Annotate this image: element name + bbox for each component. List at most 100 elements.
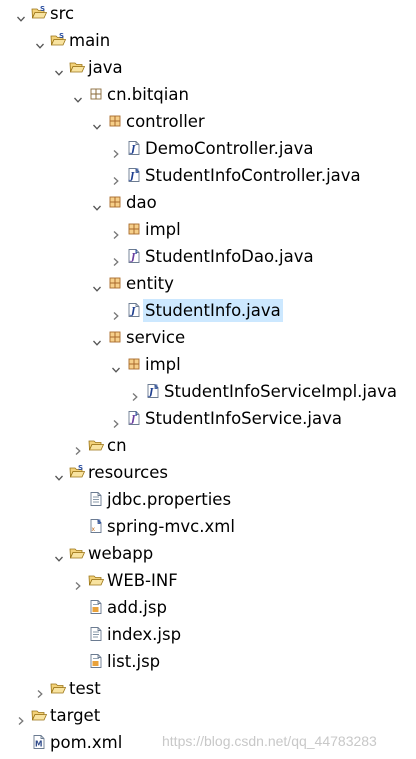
chevron-right-icon[interactable] bbox=[111, 171, 121, 185]
tree-item-label: StudentInfoService.java bbox=[145, 409, 342, 428]
tree-item-label: java bbox=[88, 58, 123, 77]
tree-item-controller[interactable]: controller bbox=[0, 108, 416, 135]
source-folder-icon: S bbox=[31, 5, 48, 21]
chevron-right-icon[interactable] bbox=[73, 441, 83, 455]
svg-text:S: S bbox=[97, 519, 101, 526]
tree-item-label: WEB-INF bbox=[107, 571, 178, 590]
chevron-right-icon[interactable] bbox=[35, 684, 45, 698]
package-icon bbox=[107, 113, 123, 129]
tree-item-jdbc-properties[interactable]: jdbc.properties bbox=[0, 486, 416, 513]
maven-pom-icon: M bbox=[31, 734, 47, 750]
tree-item-cn[interactable]: cn bbox=[0, 432, 416, 459]
tree-item-list-jsp[interactable]: list.jsp bbox=[0, 648, 416, 675]
watermark: https://blog.csdn.net/qq_44783283 bbox=[162, 733, 377, 749]
tree-item-label: test bbox=[69, 679, 101, 698]
tree-item-webapp[interactable]: webapp bbox=[0, 540, 416, 567]
chevron-right-icon[interactable] bbox=[111, 252, 121, 266]
tree-item-entity[interactable]: entity bbox=[0, 270, 416, 297]
folder-icon bbox=[88, 572, 105, 588]
text-file-icon bbox=[88, 626, 104, 642]
chevron-down-icon[interactable] bbox=[92, 333, 102, 346]
tree-item-label: entity bbox=[126, 274, 174, 293]
chevron-down-icon[interactable] bbox=[111, 360, 121, 373]
tree-item-label: cn bbox=[107, 436, 127, 455]
chevron-down-icon[interactable] bbox=[16, 9, 26, 22]
chevron-right-icon[interactable] bbox=[111, 144, 121, 158]
tree-item-label: dao bbox=[126, 193, 157, 212]
tree-item-test[interactable]: test bbox=[0, 675, 416, 702]
chevron-down-icon[interactable] bbox=[54, 549, 64, 562]
tree-item-label: list.jsp bbox=[107, 652, 161, 671]
tree-item-target[interactable]: target bbox=[0, 702, 416, 729]
package-icon bbox=[126, 221, 142, 237]
tree-item-label: target bbox=[50, 706, 101, 725]
tree-item-label: DemoController.java bbox=[145, 139, 314, 158]
svg-text:x: x bbox=[92, 526, 96, 533]
tree-item-add-jsp[interactable]: add.jsp bbox=[0, 594, 416, 621]
tree-item-service[interactable]: service bbox=[0, 324, 416, 351]
folder-open-icon bbox=[69, 545, 86, 561]
tree-item-label: index.jsp bbox=[107, 625, 182, 644]
tree-item-java[interactable]: java bbox=[0, 54, 416, 81]
folder-icon bbox=[88, 437, 105, 453]
svg-text:I: I bbox=[135, 411, 137, 418]
package-icon bbox=[107, 329, 123, 345]
java-file-icon: J bbox=[126, 302, 142, 318]
chevron-right-icon[interactable] bbox=[73, 576, 83, 590]
chevron-right-icon[interactable] bbox=[111, 414, 121, 428]
svg-text:J: J bbox=[129, 253, 136, 263]
chevron-down-icon[interactable] bbox=[92, 198, 102, 211]
chevron-down-icon[interactable] bbox=[73, 90, 83, 103]
chevron-right-icon[interactable] bbox=[130, 387, 140, 401]
package-icon bbox=[107, 194, 123, 210]
svg-text:S: S bbox=[154, 384, 158, 391]
tree-item-label: src bbox=[50, 4, 75, 23]
tree-item-cn-bitqian[interactable]: cn.bitqian bbox=[0, 81, 416, 108]
tree-item-label: service bbox=[126, 328, 186, 347]
tree-item-label: impl bbox=[145, 220, 181, 239]
tree-item-label: resources bbox=[88, 463, 168, 482]
chevron-right-icon[interactable] bbox=[111, 306, 121, 320]
chevron-down-icon[interactable] bbox=[54, 468, 64, 481]
tree-item-index-jsp[interactable]: index.jsp bbox=[0, 621, 416, 648]
source-folder-icon: S bbox=[69, 464, 86, 480]
svg-text:I: I bbox=[135, 249, 137, 256]
package-icon bbox=[107, 275, 123, 291]
tree-item-label: impl bbox=[145, 355, 181, 374]
tree-item-label: main bbox=[69, 31, 111, 50]
chevron-down-icon[interactable] bbox=[35, 36, 45, 49]
chevron-right-icon[interactable] bbox=[16, 711, 26, 725]
jsp-file-icon bbox=[88, 599, 104, 615]
tree-item-web-inf[interactable]: WEB-INF bbox=[0, 567, 416, 594]
tree-item-label: jdbc.properties bbox=[107, 490, 232, 509]
package-icon bbox=[126, 356, 142, 372]
tree-item-label: spring-mvc.xml bbox=[107, 517, 235, 536]
svg-text:J: J bbox=[129, 415, 136, 425]
tree-item-dao[interactable]: dao bbox=[0, 189, 416, 216]
svg-text:S: S bbox=[40, 5, 45, 13]
chevron-down-icon[interactable] bbox=[54, 63, 64, 76]
chevron-right-icon[interactable] bbox=[111, 225, 121, 239]
chevron-down-icon[interactable] bbox=[92, 279, 102, 292]
tree-item-impl[interactable]: impl bbox=[0, 216, 416, 243]
chevron-down-icon[interactable] bbox=[92, 117, 102, 130]
folder-open-icon bbox=[69, 59, 86, 75]
folder-icon bbox=[31, 707, 48, 723]
java-file-icon: J bbox=[126, 140, 142, 156]
svg-text:S: S bbox=[135, 168, 139, 175]
tree-item-impl[interactable]: impl bbox=[0, 351, 416, 378]
